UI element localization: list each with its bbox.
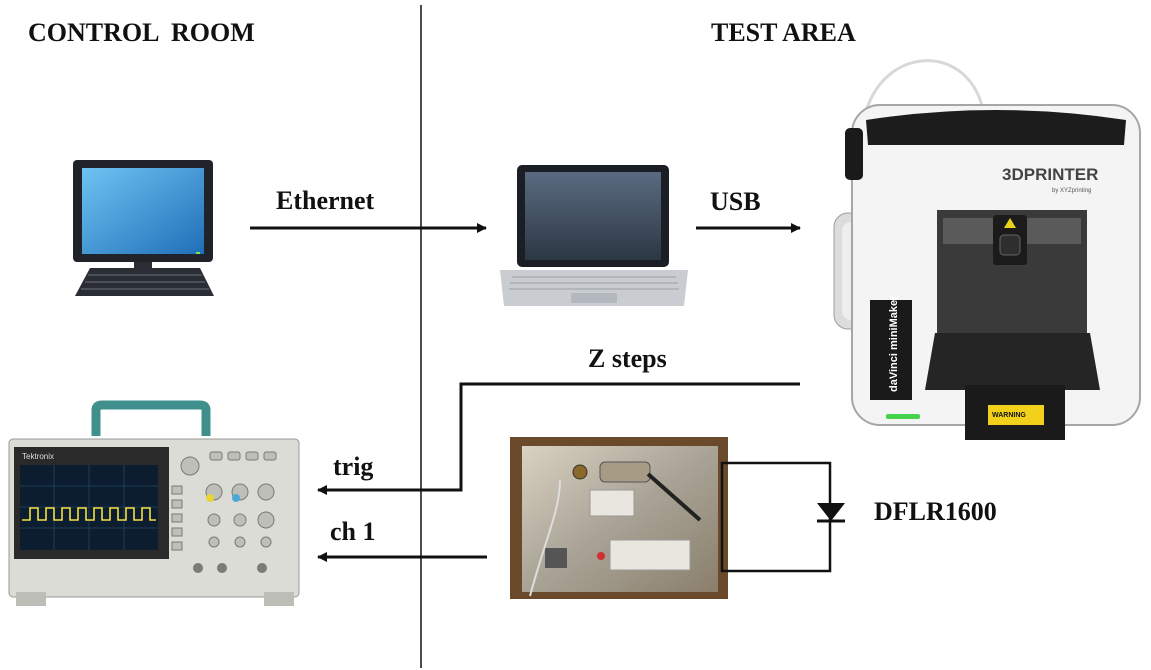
diode-circuit — [720, 461, 845, 573]
printer-side-label: daVinci miniMaker — [888, 295, 900, 392]
scope-brand: Tektronix — [22, 452, 54, 461]
usb-label: USB — [710, 187, 761, 216]
trig-label: trig — [333, 452, 373, 481]
z-steps-label: Z steps — [588, 344, 667, 373]
3d-printer-icon: 3DPRINTER by XYZprinting daVinci miniMak… — [833, 59, 1141, 440]
diode-label: DFLR1600 — [874, 497, 997, 526]
printer-brand-sub: by XYZprinting — [1052, 188, 1091, 194]
test-area-heading: TEST AREA — [711, 18, 856, 47]
diode-icon — [817, 503, 845, 521]
z-steps-line — [317, 382, 800, 495]
ethernet-label: Ethernet — [276, 186, 375, 215]
laptop-icon — [500, 165, 688, 306]
scope-trace — [22, 507, 156, 521]
control-room-heading: CONTROL ROOM — [28, 18, 255, 47]
printer-warning: WARNING — [992, 412, 1026, 419]
oscilloscope-icon: Tektronix — [8, 400, 300, 606]
printer-brand: 3DPRINTER — [1002, 165, 1098, 184]
ch1-label: ch 1 — [330, 517, 376, 546]
detector-box-photo — [510, 437, 728, 599]
desktop-computer-icon — [73, 160, 214, 296]
